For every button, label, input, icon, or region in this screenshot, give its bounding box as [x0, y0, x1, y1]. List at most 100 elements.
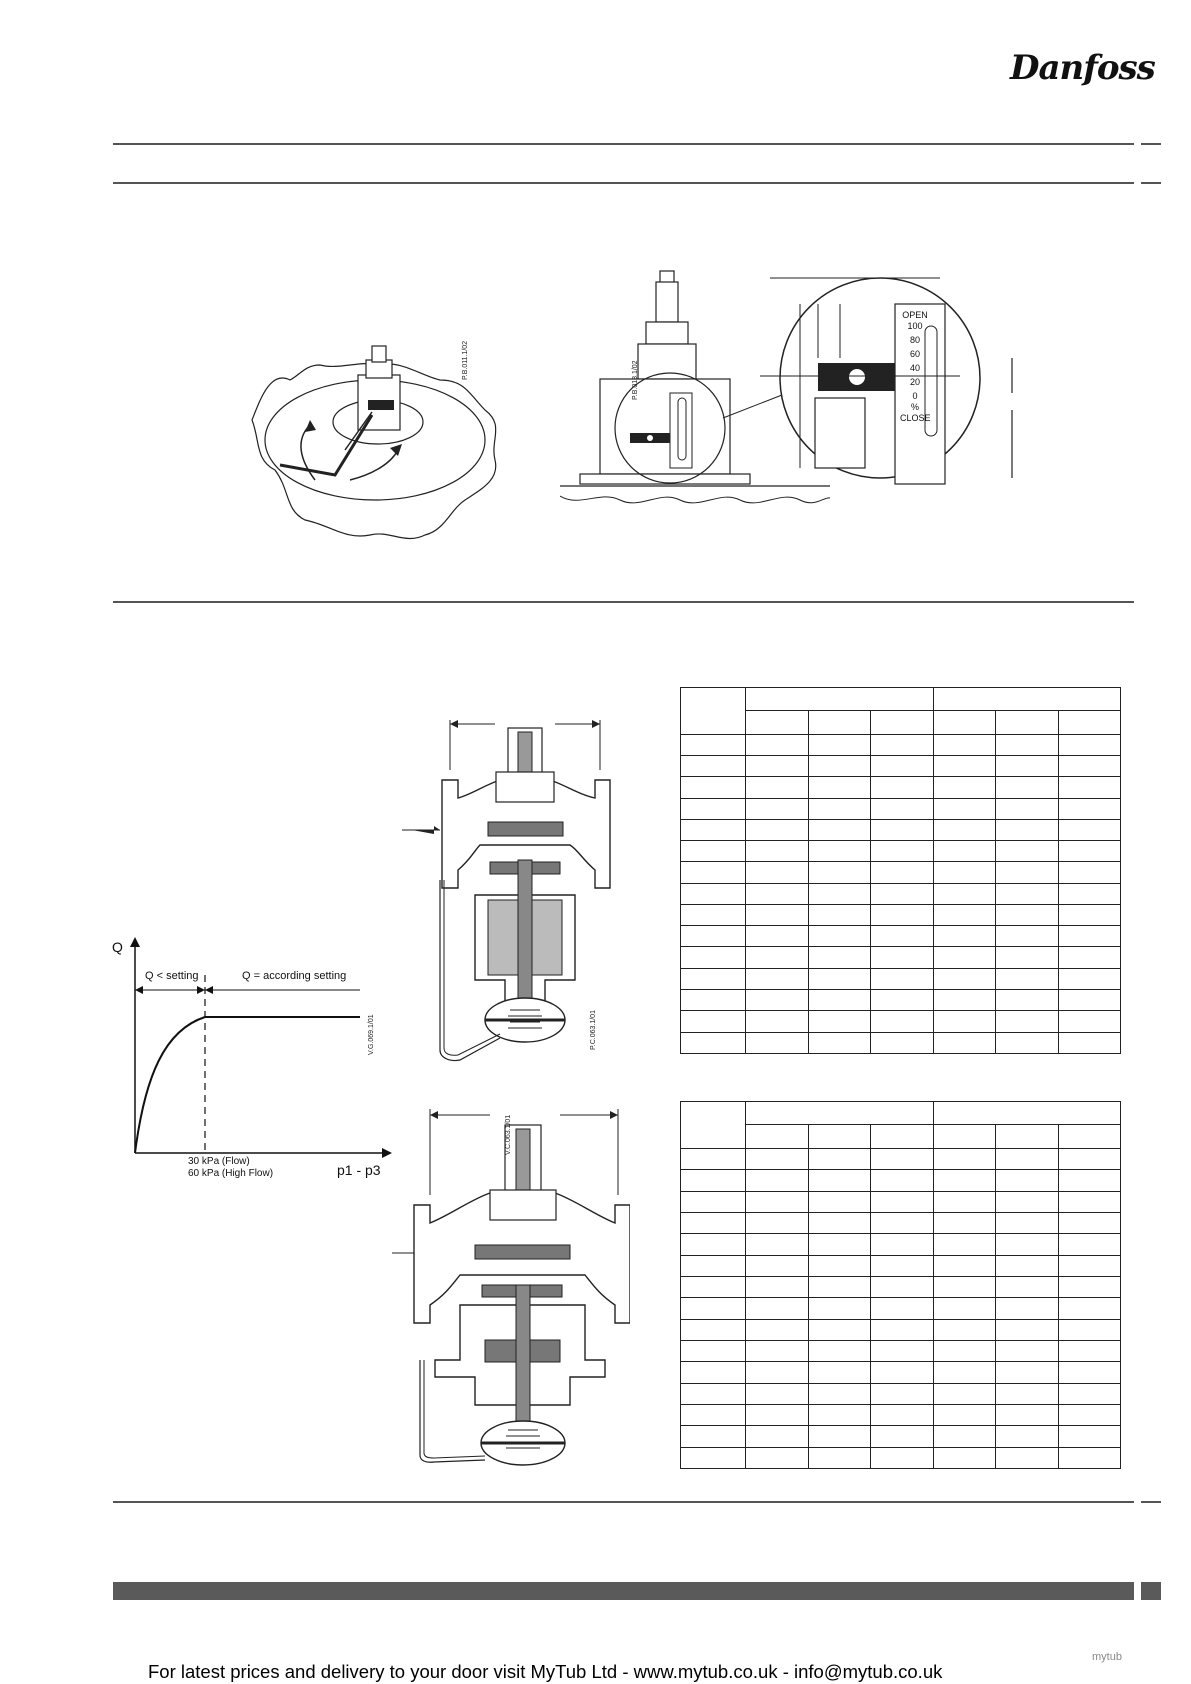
table-cell: [745, 1169, 809, 1192]
table-cell: [745, 1275, 809, 1299]
table-cell: [1057, 1031, 1121, 1055]
section-rule-bottom-tab: [1141, 1501, 1161, 1503]
graph-region-right-label: Q = according setting: [242, 970, 347, 982]
table-cell: [807, 946, 871, 969]
table-cell: [680, 733, 746, 757]
table-cell: [995, 1211, 1059, 1235]
table-cell: [870, 1382, 934, 1405]
table-row: [680, 818, 1121, 842]
table-cell: [680, 687, 746, 735]
table-cell: [680, 1211, 746, 1235]
table-cell: [870, 861, 934, 884]
table-cell: [745, 903, 809, 927]
table-cell: [1057, 1339, 1121, 1363]
table-cell: [680, 1382, 746, 1405]
table-cell: [995, 861, 1059, 884]
table-row: [680, 755, 1121, 778]
table-cell: [995, 1297, 1059, 1320]
table-cell: [1057, 1318, 1121, 1341]
header-rule-bottom: [113, 182, 1134, 184]
table-cell: [932, 1318, 996, 1341]
table-cell: [995, 925, 1059, 948]
table-cell: [995, 1361, 1059, 1384]
table-cell: [807, 1010, 871, 1033]
table-cell: [932, 840, 996, 863]
table-cell: [995, 1339, 1059, 1363]
table-cell: [1057, 1010, 1121, 1033]
table-row: [680, 776, 1121, 799]
table-row: [680, 1010, 1121, 1033]
table-cell: [807, 925, 871, 948]
table-cell: [995, 1403, 1059, 1427]
table-cell: [870, 710, 934, 735]
table-cell: [995, 733, 1059, 757]
table-cell: [870, 1318, 934, 1341]
table-cell: [680, 946, 746, 969]
table-cell: [1057, 1124, 1121, 1149]
table-cell: [807, 967, 871, 991]
table-cell: [995, 755, 1059, 778]
table-cell: [807, 1233, 871, 1256]
section-rule-middle: [113, 601, 1134, 603]
graph-region-left-label: Q < setting: [145, 970, 199, 982]
table-cell: [745, 818, 809, 842]
table-cell: [807, 840, 871, 863]
table-cell: [680, 1275, 746, 1299]
table-row: [680, 1446, 1121, 1470]
valve-section-drawing-b: [392, 1109, 630, 1466]
table-cell: [807, 733, 871, 757]
table-cell: [680, 1446, 746, 1470]
table-cell: [1057, 1403, 1121, 1427]
dimension-table-a: [680, 686, 1121, 1055]
table-cell: [1057, 1361, 1121, 1384]
table-cell: [995, 1446, 1059, 1470]
graph-code: V.G.069.1/01: [368, 1014, 375, 1055]
table-cell: [807, 755, 871, 778]
table-cell: [932, 1010, 996, 1033]
table-cell: [1057, 1169, 1121, 1192]
table-cell: [1057, 861, 1121, 884]
table-cell: [995, 903, 1059, 927]
table-cell: [807, 818, 871, 842]
table-row: [680, 967, 1121, 991]
table-cell: [1057, 1297, 1121, 1320]
table-cell: [870, 1190, 934, 1213]
table-cell: [1057, 1446, 1121, 1470]
table-cell: [807, 882, 871, 905]
table-cell: [680, 1339, 746, 1363]
table-cell: [932, 1190, 996, 1213]
table-cell: [1057, 1233, 1121, 1256]
valve-section-drawing-a: [402, 720, 611, 1062]
table-cell: [745, 1211, 809, 1235]
graph-threshold-high-flow: 60 kPa (High Flow): [188, 1168, 274, 1179]
table-cell: [745, 1233, 809, 1256]
table-cell: [870, 755, 934, 778]
table-cell: [932, 1446, 996, 1470]
table-cell: [932, 1031, 996, 1055]
valve-b-code: V.C.063.1/01: [505, 1114, 512, 1155]
table-cell: [995, 1254, 1059, 1277]
table-row: [680, 1318, 1121, 1341]
table-cell: [745, 1147, 809, 1171]
table-row: [680, 1339, 1121, 1363]
table-cell: [932, 925, 996, 948]
table-cell: [745, 1382, 809, 1405]
table-row: [680, 1275, 1121, 1299]
table-cell: [807, 1031, 871, 1055]
table-cell: [932, 686, 1121, 712]
footer-promo-text: For latest prices and delivery to your d…: [148, 1661, 943, 1682]
table-cell: [680, 1147, 746, 1171]
table-cell: [995, 1425, 1059, 1448]
table-cell: [745, 1339, 809, 1363]
table-cell: [807, 1297, 871, 1320]
table-cell: [932, 1169, 996, 1192]
table-cell: [870, 988, 934, 1012]
table-row: [680, 1211, 1121, 1235]
table-cell: [807, 1382, 871, 1405]
table-cell: [995, 882, 1059, 905]
table-cell: [745, 710, 809, 735]
header-rule-bottom-tab: [1141, 182, 1161, 184]
table-cell: [1057, 988, 1121, 1012]
scale-mark: 80: [909, 335, 920, 345]
table-cell: [870, 1169, 934, 1192]
